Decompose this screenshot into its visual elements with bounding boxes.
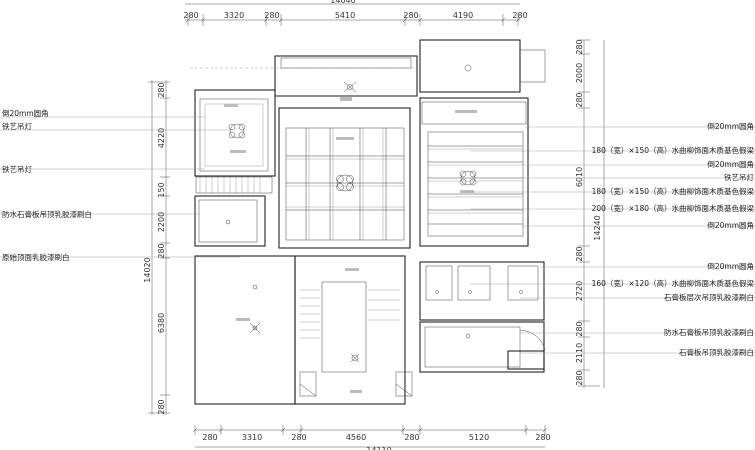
right-dimension-6: 2720 xyxy=(575,281,584,301)
note-left-original-ceiling: 原始顶面乳胶漆刷白 xyxy=(2,252,70,262)
right-dimension-3: 280 xyxy=(575,92,584,107)
right-dimension-chain: 280 2000 280 6010 280 2720 280 2110 280 … xyxy=(575,39,605,388)
floor-plan xyxy=(194,39,546,405)
note-left-iron-chandelier-2: 铁艺吊灯 xyxy=(2,164,32,174)
left-dimension-chain: 280 4220 150 2200 280 6380 280 14020 xyxy=(143,80,170,415)
left-dimension-2: 4220 xyxy=(157,128,166,148)
bottom-dimension-3: 280 xyxy=(291,433,306,442)
right-annotations: 倒20mm圆角 180（宽）×150（高）水曲柳饰面木质基色假梁 倒20mm圆角… xyxy=(592,121,755,357)
right-dimension-1: 280 xyxy=(575,39,584,54)
leader-lines xyxy=(0,67,755,354)
note-right-5: 180（宽）×150（高）水曲柳饰面木质基色假梁 xyxy=(592,186,755,196)
right-dimension-4: 6010 xyxy=(575,167,584,187)
light-fixtures xyxy=(224,64,523,393)
bottom-dimension-7: 280 xyxy=(535,433,550,442)
bottom-dimension-5: 280 xyxy=(404,433,419,442)
left-dimension-7: 280 xyxy=(157,399,166,414)
right-dimension-5: 280 xyxy=(575,246,584,261)
top-dimension-6: 4190 xyxy=(453,11,473,20)
left-dimension-5: 280 xyxy=(157,243,166,258)
left-dimension-1: 280 xyxy=(157,82,166,97)
note-left-waterproof-ceiling: 防水石膏板吊顶乳胶漆刷白 xyxy=(2,209,92,219)
bottom-dimension-1: 280 xyxy=(202,433,217,442)
bottom-dimension-6: 5120 xyxy=(469,433,489,442)
note-right-2: 180（宽）×150（高）水曲柳饰面木质基色假梁 xyxy=(592,145,755,155)
left-dimension-4: 2200 xyxy=(157,212,166,232)
bottom-dimension-4: 4560 xyxy=(346,433,366,442)
left-annotations: 倒20mm圆角 铁艺吊灯 铁艺吊灯 防水石膏板吊顶乳胶漆刷白 原始顶面乳胶漆刷白 xyxy=(2,108,92,262)
top-overall-dimension: 14040 xyxy=(330,0,355,5)
top-dimension-chain: 14040 280 3320 280 5410 280 4190 280 xyxy=(183,0,528,26)
top-dimension-3: 280 xyxy=(264,11,279,20)
right-dimension-2: 2000 xyxy=(575,63,584,83)
note-right-4: 铁艺吊灯 xyxy=(724,172,754,182)
bottom-overall-dimension: 14110 xyxy=(366,446,391,450)
note-left-corner-round: 倒20mm圆角 xyxy=(2,108,49,118)
top-dimension-5: 280 xyxy=(403,11,418,20)
top-dimension-2: 3320 xyxy=(224,11,244,20)
note-right-7: 倒20mm圆角 xyxy=(707,220,754,230)
note-right-8: 倒20mm圆角 xyxy=(707,261,754,271)
left-overall-dimension: 14020 xyxy=(143,257,152,282)
note-right-11: 防水石膏板吊顶乳胶漆刷白 xyxy=(664,327,754,337)
left-dimension-6: 6380 xyxy=(157,313,166,333)
note-right-6: 200（宽）×180（高）水曲柳饰面木质基色假梁 xyxy=(592,203,755,213)
top-dimension-1: 280 xyxy=(183,11,198,20)
note-left-iron-chandelier: 铁艺吊灯 xyxy=(2,121,32,131)
note-right-3: 倒20mm圆角 xyxy=(707,159,754,169)
bottom-dimension-2: 3310 xyxy=(242,433,262,442)
note-right-10: 石膏板层次吊顶乳胶漆刷白 xyxy=(664,292,754,302)
bottom-dimension-chain: 280 3310 280 4560 280 5120 280 14110 xyxy=(192,425,551,450)
left-dimension-3: 150 xyxy=(157,182,166,197)
note-right-9: 160（宽）×120（高）水曲柳饰面木质基色假梁 xyxy=(592,278,755,288)
note-right-12: 石膏板吊顶乳胶漆刷白 xyxy=(679,347,754,357)
right-dimension-7: 280 xyxy=(575,321,584,336)
top-dimension-4: 5410 xyxy=(335,11,355,20)
right-dimension-9: 280 xyxy=(575,370,584,385)
top-dimension-7: 280 xyxy=(512,11,527,20)
right-overall-dimension: 14240 xyxy=(593,215,602,240)
note-right-1: 倒20mm圆角 xyxy=(707,121,754,131)
